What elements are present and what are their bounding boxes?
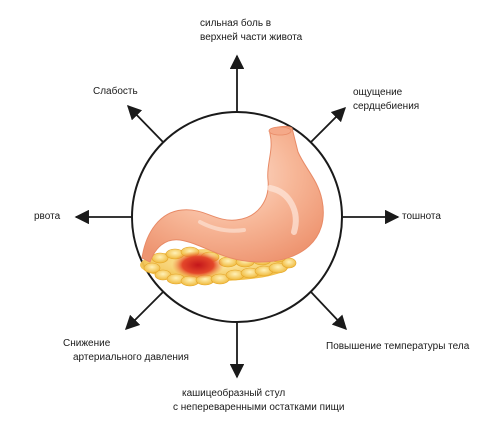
symptom-label-bottom-right: Повышение температуры тела [326,340,469,354]
symptom-bottom-left-line2: артериального давления [73,352,189,363]
symptom-bottom-right-line1: Повышение температуры тела [326,341,470,352]
symptom-top-line1: сильная боль в [200,18,272,29]
symptom-top-left-line1: Слабость [93,86,138,97]
arrows [74,54,400,379]
symptom-right-line1: тошнота [402,211,441,222]
arrow-bottom-left [124,291,164,331]
symptom-label-top: сильная боль в верхней части живота [200,17,302,45]
arrow-top-left [126,104,164,143]
symptom-bottom-left-line1: Снижение [63,338,111,349]
symptom-bottom-line2: с непереваренными остатками пищи [173,402,345,413]
symptom-top-line2: верхней части живота [200,32,303,43]
symptom-label-right: тошнота [402,210,441,224]
symptom-label-left: рвота [34,210,60,224]
symptom-label-top-right: ощущение сердцебиения [353,86,419,114]
stomach-illustration [141,125,324,263]
symptom-bottom-line1: кашицеобразный стул [182,388,286,399]
symptom-left-line1: рвота [34,211,61,222]
symptom-label-bottom: кашицеобразный стул с непереваренными ос… [173,387,344,415]
symptom-top-right-line2: сердцебиения [353,101,420,112]
symptom-label-top-left: Слабость [93,85,138,99]
symptom-label-bottom-left: Снижение артериального давления [63,337,189,365]
arrow-bottom-right [310,291,347,331]
arrow-top-right [310,106,347,143]
symptom-top-right-line1: ощущение [353,87,403,98]
inflammation-spot [172,251,224,279]
